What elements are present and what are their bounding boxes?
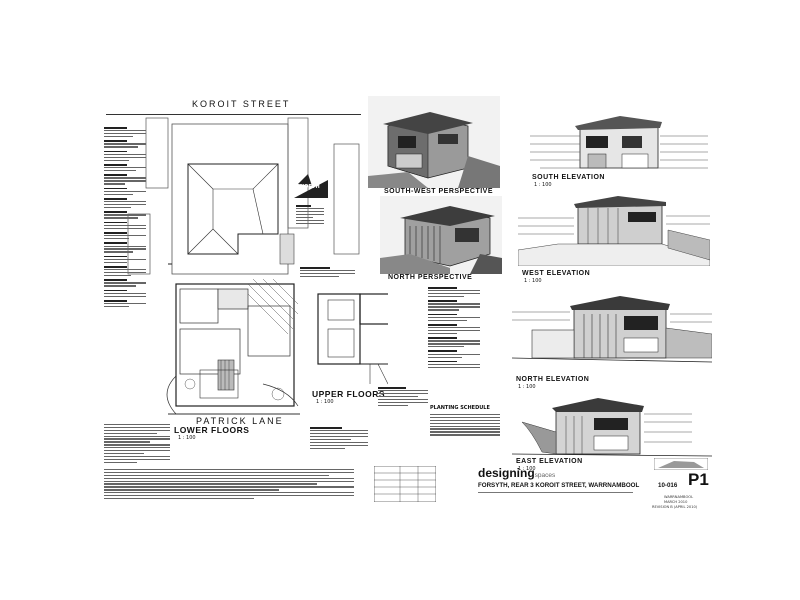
drawing-sheet: KOROIT STREET [88,84,718,514]
north-elevation-title: NORTH ELEVATION [516,376,590,383]
south-elevation-drawing [530,116,708,169]
north-perspective-title: NORTH PERSPECTIVE [388,274,473,281]
south-west-perspective-image [368,96,500,188]
issue-date: MARCH 2010 [664,500,688,504]
street-label: KOROIT STREET [192,99,291,109]
project-thumbnail [654,458,708,470]
notes-upper-plan [310,424,368,450]
revision: REVISION B (APRIL 2010) [652,505,698,509]
planting-schedule-title: PLANTING SCHEDULE [430,405,490,411]
brand-name: designing [478,466,535,480]
sheet-number: P1 [688,470,709,489]
notes-lower-left [104,424,170,464]
notes-column-left [104,124,146,309]
east-elevation-scale: 1 : 100 [518,466,536,472]
area-schedule-table [374,466,436,502]
south-west-perspective-title: SOUTH-WEST PERSPECTIVE [384,188,494,195]
street-boundary-line [106,114,361,115]
lower-floors-scale: 1 : 100 [178,435,196,441]
project-address: FORSYTH, REAR 3 KOROIT STREET, WARRNAMBO… [478,482,640,489]
north-arrow-icon [294,174,328,198]
upper-floors-scale: 1 : 100 [316,399,334,405]
upper-floors-title: UPPER FLOORS [312,389,386,399]
west-elevation-scale: 1 : 100 [524,278,542,284]
north-label: NORTH [300,184,320,190]
west-elevation-title: WEST ELEVATION [522,270,591,277]
west-elevation-drawing [518,196,710,266]
legend-notes [296,202,324,226]
south-elevation-scale: 1 : 100 [534,182,552,188]
job-number: 10-016 [658,482,678,489]
site-plan-drawing [127,117,388,415]
east-elevation-title: EAST ELEVATION [516,458,583,465]
notes-bottom-paragraphs [104,469,354,501]
north-elevation-drawing [512,296,712,363]
lower-floors-title: LOWER FLOORS [174,425,250,435]
south-elevation-title: SOUTH ELEVATION [532,174,605,181]
contact-line [478,492,633,493]
brand-logo: designingspaces [478,464,555,480]
location: WARRNAMBOOL [664,495,694,499]
north-perspective-image [380,196,502,274]
planting-schedule-table [430,414,500,437]
notes-center-column [428,284,480,370]
notes-middle [300,264,355,279]
brand-name-suffix: spaces [534,472,556,479]
east-elevation-drawing [512,398,712,457]
title-block: designingspaces FORSYTH, REAR 3 KOROIT S… [478,456,718,514]
north-elevation-scale: 1 : 100 [518,384,536,390]
lane-label: PATRICK LANE [196,416,284,426]
notes-center-lower [378,384,428,408]
